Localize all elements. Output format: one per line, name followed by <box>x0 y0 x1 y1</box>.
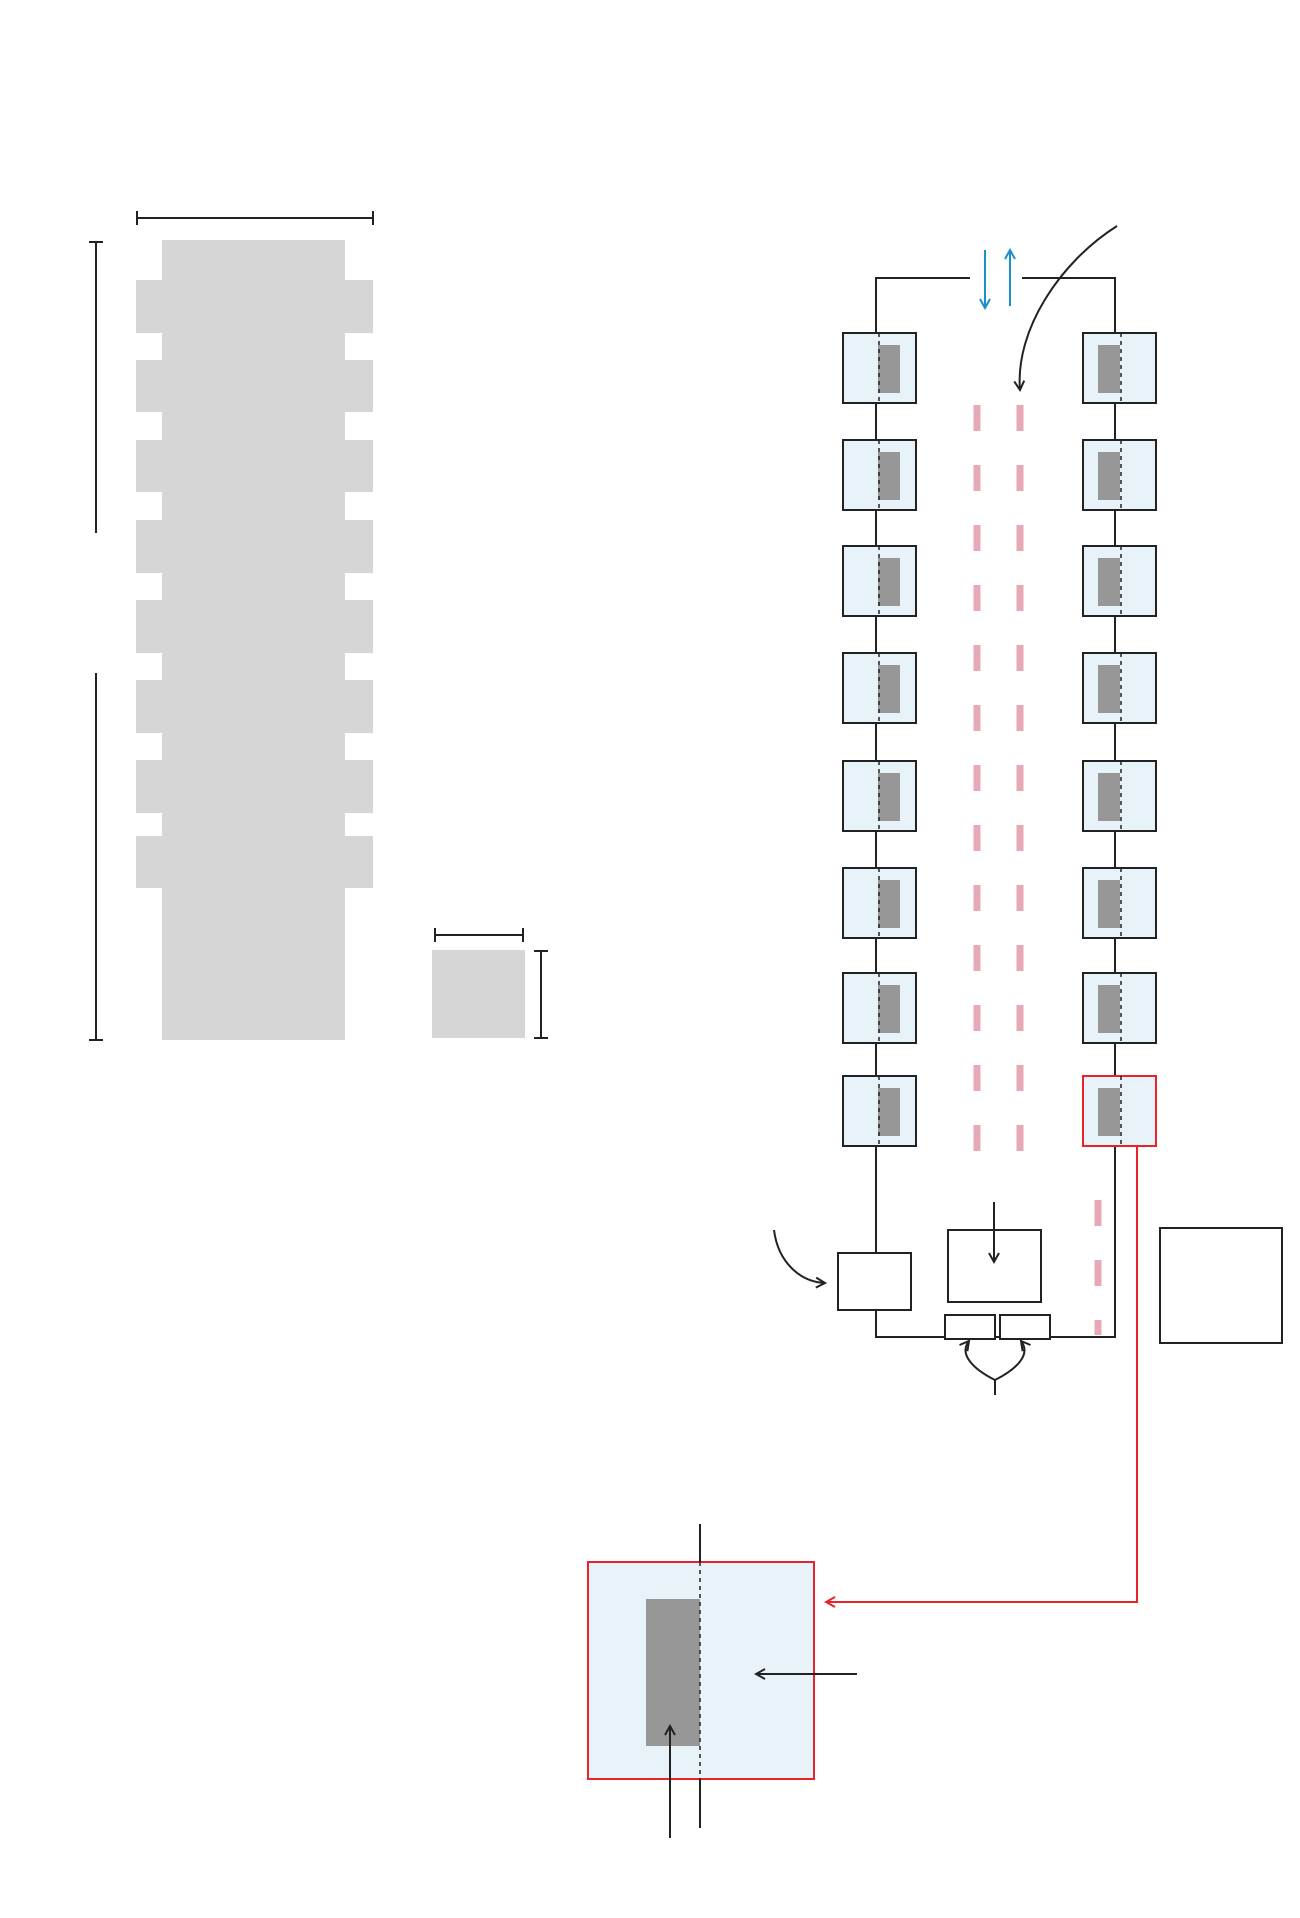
unit-left-5 <box>842 760 917 832</box>
unit-right-4 <box>1082 652 1157 724</box>
unit-right-5 <box>1082 760 1157 832</box>
unit-left-6 <box>842 867 917 939</box>
entrance-right-arrow <box>994 1341 1024 1381</box>
detail-unit-block <box>646 1599 700 1746</box>
highlight-connector <box>826 1146 1138 1602</box>
unit-block <box>878 452 900 500</box>
small-module-square <box>432 950 525 1038</box>
unit-right-3 <box>1082 545 1157 617</box>
side-box-arrow <box>773 1229 825 1283</box>
unit-block <box>1098 1088 1120 1136</box>
right-unit-column <box>1082 332 1157 1147</box>
building-footprint <box>136 240 373 1040</box>
width-dimension-line <box>136 211 374 225</box>
dashed-paths <box>973 405 1102 1335</box>
detail-unit-box <box>587 1561 815 1780</box>
unit-left-1 <box>842 332 917 404</box>
unit-left-4 <box>842 652 917 724</box>
upper-height-dimension-line <box>89 241 103 533</box>
unit-block <box>878 1088 900 1136</box>
unit-block <box>878 665 900 713</box>
unit-left-7 <box>842 972 917 1044</box>
unit-right-6 <box>1082 867 1157 939</box>
center-box <box>947 1229 1042 1303</box>
unit-left-3 <box>842 545 917 617</box>
unit-block <box>878 345 900 393</box>
entry-curve-arrow <box>1020 225 1118 390</box>
entry-flow-arrows <box>985 250 1010 308</box>
module-width-dimension-line <box>434 928 524 942</box>
unit-detail-view <box>587 1524 857 1838</box>
unit-block <box>878 773 900 821</box>
external-box <box>1159 1227 1283 1344</box>
unit-block <box>878 985 900 1033</box>
unit-block <box>1098 345 1120 393</box>
unit-left-8 <box>842 1075 917 1147</box>
unit-right-1 <box>1082 332 1157 404</box>
unit-block <box>1098 665 1120 713</box>
unit-right-2 <box>1082 439 1157 511</box>
unit-block <box>1098 880 1120 928</box>
unit-block <box>878 558 900 606</box>
unit-block <box>1098 985 1120 1033</box>
entrance-left-arrow <box>966 1341 996 1381</box>
unit-block <box>1098 773 1120 821</box>
entrance-left-box <box>944 1314 996 1340</box>
footprint-group <box>89 211 548 1041</box>
entrance-right-box <box>999 1314 1051 1340</box>
unit-block <box>1098 452 1120 500</box>
unit-right-7 <box>1082 972 1157 1044</box>
module-height-dimension-line <box>534 950 548 1039</box>
unit-block <box>1098 558 1120 606</box>
left-unit-column <box>842 332 917 1147</box>
unit-block <box>878 880 900 928</box>
side-box <box>837 1252 912 1311</box>
unit-right-8 <box>1082 1075 1157 1147</box>
bottom-elements <box>773 1202 1283 1395</box>
layout-plan <box>773 225 1283 1602</box>
unit-left-2 <box>842 439 917 511</box>
lower-height-dimension-line <box>89 673 103 1041</box>
